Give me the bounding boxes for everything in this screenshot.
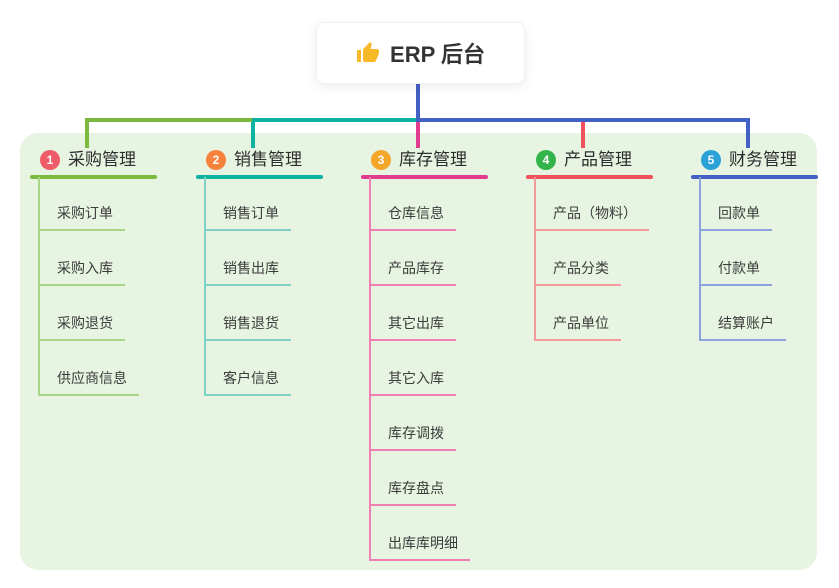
branch-title: 采购管理	[68, 150, 136, 169]
root-node[interactable]: ERP 后台	[316, 22, 525, 84]
child-label: 销售退货	[223, 315, 279, 331]
child-node[interactable]: 其它入库	[369, 368, 456, 396]
child-label: 库存调拨	[388, 425, 444, 441]
badge-number-icon: 1	[40, 150, 60, 170]
root-title: ERP 后台	[390, 42, 485, 67]
root-connector-line	[416, 82, 420, 122]
child-label: 付款单	[718, 260, 760, 276]
child-node[interactable]: 出库库明细	[369, 533, 470, 561]
child-node[interactable]: 其它出库	[369, 313, 456, 341]
child-label: 结算账户	[718, 315, 774, 331]
child-label: 产品单位	[553, 315, 609, 331]
drop-line-purchase	[85, 118, 89, 148]
child-label: 销售出库	[223, 260, 279, 276]
branch-underline	[196, 175, 323, 179]
drop-line-finance	[746, 118, 750, 148]
child-label: 产品（物料）	[553, 205, 637, 221]
child-label: 采购入库	[57, 260, 113, 276]
child-label: 其它入库	[388, 370, 444, 386]
child-label: 产品库存	[388, 260, 444, 276]
badge-number-icon: 3	[371, 150, 391, 170]
child-node[interactable]: 仓库信息	[369, 203, 456, 231]
bus-segment-sales	[252, 118, 418, 122]
badge-number-icon: 4	[536, 150, 556, 170]
child-label: 采购订单	[57, 205, 113, 221]
child-node[interactable]: 采购订单	[38, 203, 125, 231]
child-node[interactable]: 销售订单	[204, 203, 291, 231]
branch-underline	[30, 175, 157, 179]
branch-title: 销售管理	[234, 150, 302, 169]
child-label: 供应商信息	[57, 370, 127, 386]
child-node[interactable]: 采购退货	[38, 313, 125, 341]
canvas-panel	[20, 133, 817, 570]
child-label: 库存盘点	[388, 480, 444, 496]
drop-line-inventory	[416, 118, 420, 148]
child-node[interactable]: 回款单	[699, 203, 772, 231]
branch-header[interactable]: 5 财务管理	[701, 147, 797, 173]
drop-line-product	[581, 118, 585, 148]
branch-title: 财务管理	[729, 150, 797, 169]
badge-number-icon: 2	[206, 150, 226, 170]
branch-header[interactable]: 1 采购管理	[40, 147, 136, 173]
branch-underline	[691, 175, 818, 179]
thumbs-up-icon	[357, 42, 380, 62]
branch-underline	[361, 175, 488, 179]
branch-spine-line	[38, 177, 40, 396]
child-label: 仓库信息	[388, 205, 444, 221]
child-label: 其它出库	[388, 315, 444, 331]
child-node[interactable]: 客户信息	[204, 368, 291, 396]
child-node[interactable]: 供应商信息	[38, 368, 139, 396]
child-node[interactable]: 付款单	[699, 258, 772, 286]
child-node[interactable]: 产品（物料）	[534, 203, 649, 231]
branch-header[interactable]: 2 销售管理	[206, 147, 302, 173]
child-node[interactable]: 销售出库	[204, 258, 291, 286]
child-node[interactable]: 结算账户	[699, 313, 786, 341]
branch-spine-line	[699, 177, 701, 341]
drop-line-sales	[251, 118, 255, 148]
badge-number-icon: 5	[701, 150, 721, 170]
bus-segment-finance	[416, 118, 750, 122]
child-label: 回款单	[718, 205, 760, 221]
child-label: 产品分类	[553, 260, 609, 276]
branch-spine-line	[369, 177, 371, 561]
child-node[interactable]: 采购入库	[38, 258, 125, 286]
child-label: 销售订单	[223, 205, 279, 221]
branch-underline	[526, 175, 653, 179]
child-label: 出库库明细	[388, 535, 458, 551]
child-label: 客户信息	[223, 370, 279, 386]
child-label: 采购退货	[57, 315, 113, 331]
branch-header[interactable]: 4 产品管理	[536, 147, 632, 173]
branch-title: 库存管理	[399, 150, 467, 169]
child-node[interactable]: 销售退货	[204, 313, 291, 341]
child-node[interactable]: 产品分类	[534, 258, 621, 286]
branch-spine-line	[534, 177, 536, 341]
child-node[interactable]: 产品单位	[534, 313, 621, 341]
child-node[interactable]: 库存调拨	[369, 423, 456, 451]
child-node[interactable]: 产品库存	[369, 258, 456, 286]
branch-spine-line	[204, 177, 206, 396]
child-node[interactable]: 库存盘点	[369, 478, 456, 506]
bus-segment-purchase	[85, 118, 253, 122]
branch-title: 产品管理	[564, 150, 632, 169]
branch-header[interactable]: 3 库存管理	[371, 147, 467, 173]
